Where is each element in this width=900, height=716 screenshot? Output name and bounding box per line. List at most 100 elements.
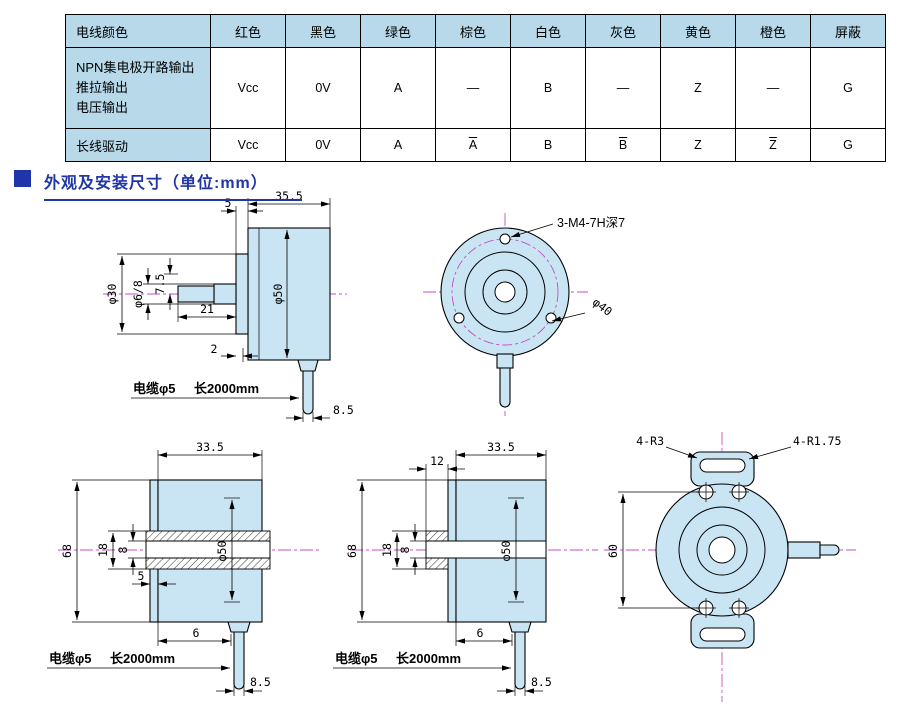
shaft xyxy=(787,541,821,559)
hollow-shaft-bore xyxy=(425,540,547,559)
cable xyxy=(514,631,526,690)
dim-cable-width: 8.5 xyxy=(333,403,354,417)
boss-ring xyxy=(482,269,528,315)
cell-drv-gray-inverted: B xyxy=(585,128,661,162)
dim-body-length: 33.5 xyxy=(487,440,515,454)
cell-npn-orange: — xyxy=(735,47,811,129)
cell-drv-green: A xyxy=(360,128,436,162)
dim-flange-height: 68 xyxy=(345,544,359,558)
header-red: 红色 xyxy=(210,14,286,48)
dim-lip: 2 xyxy=(211,342,218,356)
mount-hole-top xyxy=(499,233,511,245)
mount-hole-right xyxy=(545,312,557,324)
wire-color-table: 电线颜色 红色 黑色 绿色 棕色 白色 灰色 黄色 橙色 屏蔽 NPN集电极开路… xyxy=(65,14,886,162)
header-black: 黑色 xyxy=(285,14,361,48)
dim-flange-thickness: 5 xyxy=(225,196,232,210)
dimension-lines xyxy=(618,446,792,609)
cell-drv-shield: G xyxy=(810,128,886,162)
dim-pilot-diameter: φ30 xyxy=(105,284,119,305)
dim-bolt-circle: φ40 xyxy=(590,295,615,319)
mount-slot-bottom xyxy=(699,627,746,642)
cable xyxy=(233,631,245,690)
front-view-mounting-holes: 3-M4-7H深7 φ40 xyxy=(423,213,625,416)
shaft-tip xyxy=(819,544,840,556)
cell-drv-yellow: Z xyxy=(660,128,736,162)
dim-step: 7.5 xyxy=(153,274,167,295)
header-brown: 棕色 xyxy=(435,14,511,48)
dim-body-diameter: φ50 xyxy=(271,284,285,305)
cell-drv-brown-inverted: A xyxy=(435,128,511,162)
cell-drv-orange-inverted: Z xyxy=(735,128,811,162)
rear-view-mounting-tabs: 60 4-R3 4-R1.75 xyxy=(604,432,856,702)
cell-npn-black: 0V xyxy=(285,47,361,129)
header-green: 绿色 xyxy=(360,14,436,48)
hub-section-top xyxy=(145,530,271,542)
cable-gland xyxy=(496,353,514,369)
dim-shaft-length: 21 xyxy=(200,302,214,316)
table-header-row: 电线颜色 红色 黑色 绿色 棕色 白色 灰色 黄色 橙色 屏蔽 xyxy=(65,14,886,48)
dim-hub-length: 12 xyxy=(430,454,444,468)
dimension-lines xyxy=(333,450,547,696)
shaft-hole xyxy=(494,281,516,303)
boss-ring xyxy=(696,524,748,576)
cable-gland xyxy=(227,621,251,633)
cell-npn-yellow: Z xyxy=(660,47,736,129)
table-row-line-driver: 长线驱动 Vcc 0V A A B B Z Z G xyxy=(65,128,886,162)
dim-shaft-diameter: φ6/8 xyxy=(131,280,145,308)
dimension-lines xyxy=(47,450,263,696)
section-title: 外观及安装尺寸（单位:mm） xyxy=(44,169,302,201)
header-white: 白色 xyxy=(510,14,586,48)
section-bullet-icon xyxy=(14,170,31,187)
callout-slot-radius: 4-R1.75 xyxy=(793,434,841,448)
pilot-flange xyxy=(235,253,249,335)
cable-length-label: 长2000mm xyxy=(396,651,461,666)
mount-slot-top xyxy=(699,458,746,473)
dim-hole-diameter: 8 xyxy=(398,546,412,553)
cable-length-label: 长2000mm xyxy=(194,381,259,396)
side-view-hollow-shaft-b: 12 33.5 68 18 8 φ50 6 8.5 电缆φ5 长2000mm xyxy=(333,440,598,696)
cable-label: 电缆φ5 xyxy=(49,651,92,666)
cable-gland xyxy=(297,359,319,372)
dim-hole-diameter: 8 xyxy=(116,546,130,553)
hub-section-top xyxy=(425,530,449,542)
row-label-npn-line2: 推拉输出 xyxy=(76,79,129,95)
callout-mount-holes: 3-M4-7H深7 xyxy=(557,216,625,230)
shaft-step xyxy=(213,283,237,305)
cell-drv-white: B xyxy=(510,128,586,162)
cable-gland xyxy=(508,621,532,633)
cell-drv-black: 0V xyxy=(285,128,361,162)
side-view-solid-shaft: 5 35.5 φ50 φ30 φ6/8 7.5 21 2 8.5 电缆φ5 长2… xyxy=(103,189,354,422)
callout-corner-radius: 4-R3 xyxy=(636,434,664,448)
dim-hub-diameter: 18 xyxy=(96,543,110,557)
cell-npn-white: B xyxy=(510,47,586,129)
hollow-shaft-bore xyxy=(145,540,271,559)
cell-npn-brown: — xyxy=(435,47,511,129)
shaft xyxy=(177,285,215,303)
row-label-npn: NPN集电极开路输出 推拉输出 电压输出 xyxy=(65,47,211,129)
screws xyxy=(696,482,749,618)
encoder-body xyxy=(247,227,331,361)
cell-npn-green: A xyxy=(360,47,436,129)
cell-npn-red: Vcc xyxy=(210,47,286,129)
inner-ring xyxy=(464,251,546,333)
cable-length-label: 长2000mm xyxy=(110,651,175,666)
mount-hole-left xyxy=(453,312,465,324)
dim-hub-diameter: 18 xyxy=(380,543,394,557)
cell-npn-gray: — xyxy=(585,47,661,129)
dim-offset: 6 xyxy=(193,626,200,640)
section-header: 外观及安装尺寸（单位:mm） xyxy=(14,169,302,201)
header-orange: 橙色 xyxy=(735,14,811,48)
cable-label: 电缆φ5 xyxy=(335,651,378,666)
dim-plate-thickness: 5 xyxy=(138,569,145,583)
dim-cable-width: 8.5 xyxy=(531,675,552,689)
row-label-npn-line1: NPN集电极开路输出 xyxy=(76,59,195,75)
dim-flange-height: 68 xyxy=(60,544,74,558)
dim-body-diameter: φ50 xyxy=(215,541,229,562)
header-shield: 屏蔽 xyxy=(810,14,886,48)
dim-body-length: 33.5 xyxy=(196,440,224,454)
table-row-npn-output: NPN集电极开路输出 推拉输出 电压输出 Vcc 0V A — B — Z — … xyxy=(65,47,886,129)
cell-drv-red: Vcc xyxy=(210,128,286,162)
inner-ring xyxy=(678,506,766,594)
